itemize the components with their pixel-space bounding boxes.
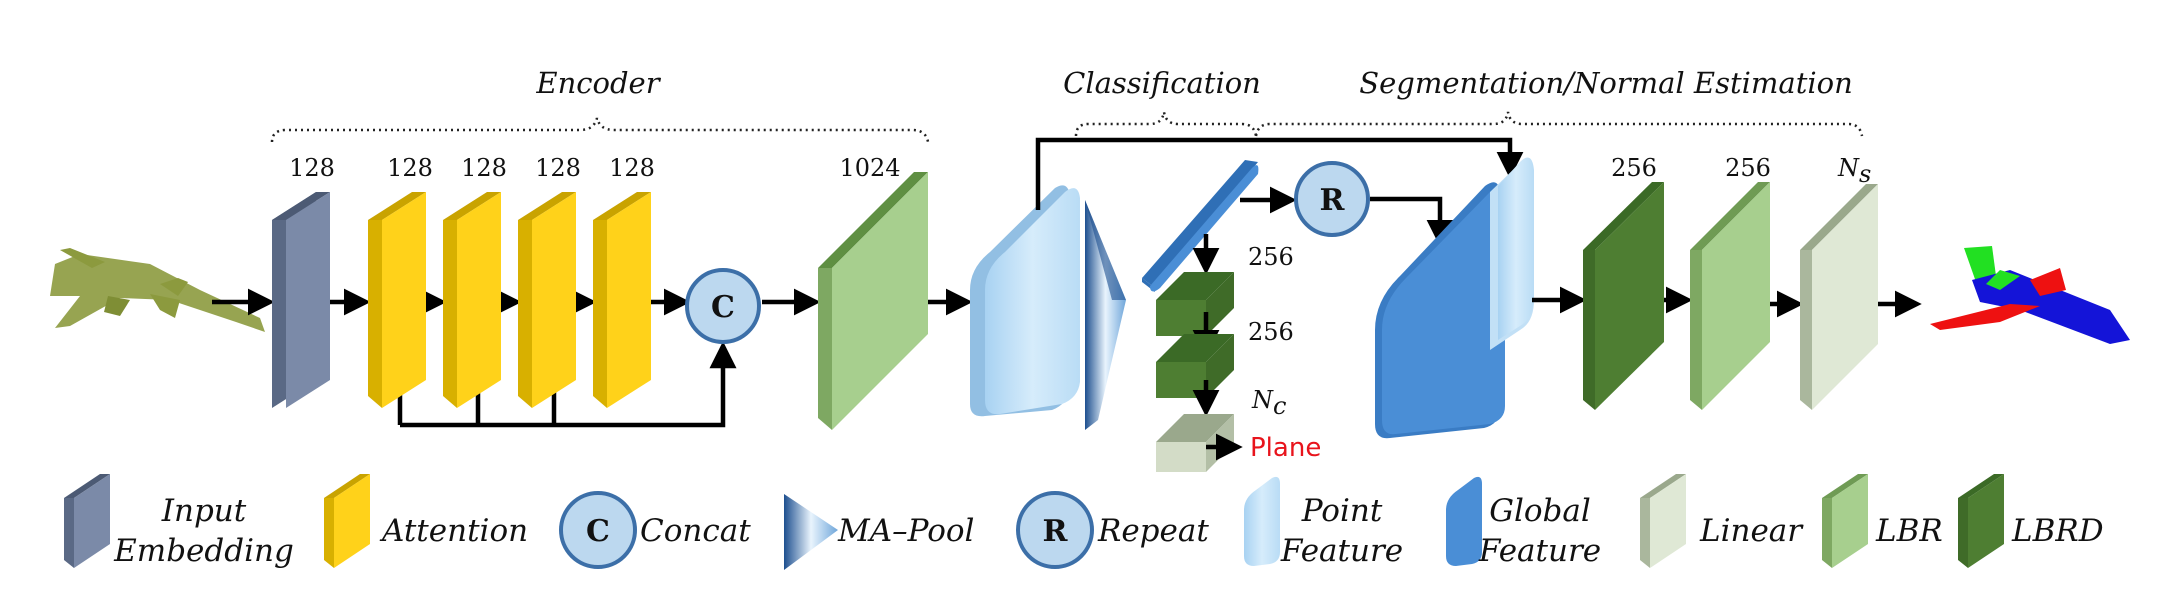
segmentation-heading: Segmentation/Normal Estimation xyxy=(1359,66,1853,100)
legend-lbrd-label: LBRD xyxy=(2011,513,2104,549)
legend-attention-swatch xyxy=(324,474,370,568)
seg-output-dim-main: N xyxy=(1837,154,1860,182)
seg-linear-block xyxy=(1800,184,1878,410)
attention-2-dim-label: 128 xyxy=(461,154,507,182)
attention-4-dim-label: 128 xyxy=(609,154,655,182)
legend-global-feature-line2: Feature xyxy=(1478,533,1601,569)
attention-block-4 xyxy=(593,192,651,408)
segmentation-brace xyxy=(1254,111,1864,137)
cls-lbrd-block-2 xyxy=(1156,334,1234,398)
attention-1-dim-label: 128 xyxy=(387,154,433,182)
cls-output-dim-label: Nc xyxy=(1251,386,1286,420)
arrow-repeat-to-global xyxy=(1370,196,1454,247)
legend-linear-swatch xyxy=(1640,474,1686,568)
attention-block-3 xyxy=(518,192,576,408)
global-feature-bar xyxy=(1142,160,1259,292)
legend-point-feature-swatch xyxy=(1244,476,1280,566)
attention-skip-connections xyxy=(397,348,723,428)
legend-linear-label: Linear xyxy=(1699,513,1804,549)
encoder-brace xyxy=(270,117,930,143)
input-point-cloud xyxy=(50,248,265,332)
cls-linear-block xyxy=(1156,414,1234,472)
seg-output-dim-sub: s xyxy=(1859,160,1871,188)
ma-pool-block xyxy=(1085,200,1126,430)
encoder-heading: Encoder xyxy=(535,66,661,100)
seg-output-dim-label: Ns xyxy=(1837,154,1871,188)
classification-brace xyxy=(1074,111,1258,137)
seg-1-dim-label: 256 xyxy=(1611,154,1657,182)
output-segmented-point-cloud xyxy=(1930,246,2130,344)
legend-lbr-label: LBR xyxy=(1875,513,1943,549)
attention-block-1 xyxy=(368,192,426,408)
input-embedding-block xyxy=(272,192,330,408)
legend-input-embedding-swatch xyxy=(64,474,110,568)
repeat-node-letter: R xyxy=(1320,183,1346,218)
classification-result-label: Plane xyxy=(1250,433,1321,463)
cls-1-dim-label: 256 xyxy=(1248,243,1294,271)
cls-2-dim-label: 256 xyxy=(1248,318,1294,346)
legend-repeat-swatch: R xyxy=(1016,491,1094,569)
legend-input-embedding-line2: Embedding xyxy=(113,533,294,569)
lbr-1024-block xyxy=(818,172,928,430)
concat-node: C xyxy=(685,268,761,344)
legend-global-feature-swatch xyxy=(1446,476,1482,566)
legend-concat-label: Concat xyxy=(640,513,751,549)
point-feature-block xyxy=(970,185,1080,417)
cls-lbrd-block-1 xyxy=(1156,272,1234,336)
seg-lbr-block xyxy=(1690,182,1770,410)
legend: Input Embedding Attention C Concat MA–Po… xyxy=(64,474,2104,570)
legend-mapool-label: MA–Pool xyxy=(837,513,974,549)
legend-concat-swatch: C xyxy=(559,491,637,569)
cls-output-dim-main: N xyxy=(1251,386,1274,414)
legend-mapool-swatch xyxy=(784,494,838,570)
cls-output-dim-sub: c xyxy=(1273,392,1286,420)
legend-repeat-letter: R xyxy=(1043,514,1069,549)
arrow-pointfeature-skip xyxy=(1035,137,1524,210)
attention-3-dim-label: 128 xyxy=(535,154,581,182)
classification-heading: Classification xyxy=(1063,66,1261,100)
legend-concat-letter: C xyxy=(586,514,610,549)
repeat-node: R xyxy=(1294,161,1370,237)
attention-block-2 xyxy=(443,192,501,408)
segmentation-feature-block xyxy=(1375,157,1534,439)
legend-input-embedding-line1: Input xyxy=(161,493,247,529)
legend-attention-label: Attention xyxy=(379,513,528,549)
legend-lbr-swatch xyxy=(1822,474,1868,568)
legend-global-feature-line1: Global xyxy=(1489,493,1591,529)
embedding-dim-label: 128 xyxy=(289,154,335,182)
legend-lbrd-swatch xyxy=(1958,474,2004,568)
seg-2-dim-label: 256 xyxy=(1725,154,1771,182)
legend-repeat-label: Repeat xyxy=(1097,513,1209,549)
legend-point-feature-line1: Point xyxy=(1301,493,1383,529)
concat-node-letter: C xyxy=(711,290,735,325)
seg-lbrd-block xyxy=(1583,182,1664,410)
lbr-1024-dim-label: 1024 xyxy=(839,154,900,182)
legend-point-feature-line2: Feature xyxy=(1280,533,1403,569)
